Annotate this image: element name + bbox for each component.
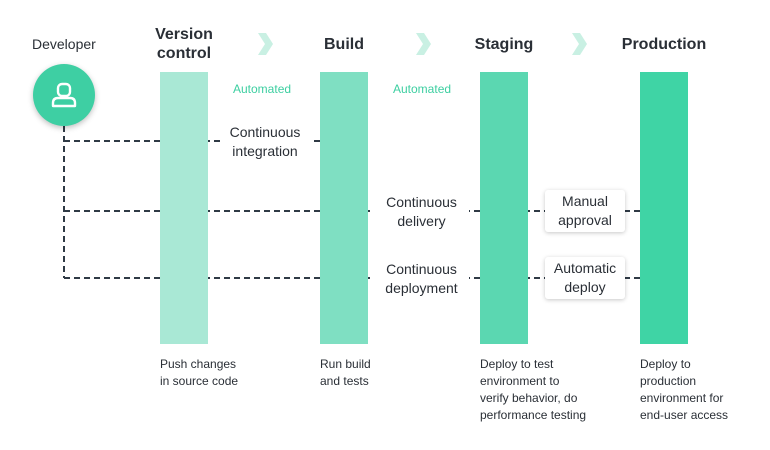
description-version-control: Push changes in source code — [160, 357, 239, 388]
automated-label-build: Automated — [393, 82, 452, 96]
deployment-label: Continuous deployment — [374, 260, 469, 298]
automated-label-ci: Automated — [233, 82, 292, 96]
stage-column-version-control — [160, 72, 208, 344]
description-staging: Deploy to test environment to verify beh… — [480, 357, 587, 422]
stage-column-production — [640, 72, 688, 344]
manual-approval-box: Manual approval — [545, 190, 625, 232]
automatic-deploy-box: Automatic deploy — [545, 257, 625, 299]
chevron-right-icon — [258, 33, 273, 55]
stage-title-production: Production — [621, 36, 707, 53]
stage-column-build — [320, 72, 368, 344]
description-production: Deploy to production environment for end… — [640, 357, 729, 422]
developer-avatar — [33, 64, 95, 126]
stage-title-build: Build — [324, 36, 364, 53]
stage-title-staging: Staging — [474, 36, 534, 53]
chevron-right-icon — [416, 33, 431, 55]
chevron-right-icon — [572, 33, 587, 55]
delivery-label: Continuous delivery — [374, 193, 469, 231]
developer-label: Developer — [32, 36, 96, 52]
stage-title-version-control: Version control — [155, 26, 213, 62]
user-icon — [51, 82, 77, 108]
ci-label: Continuous integration — [220, 123, 310, 161]
description-build: Run build and tests — [320, 357, 371, 388]
stage-column-staging — [480, 72, 528, 344]
